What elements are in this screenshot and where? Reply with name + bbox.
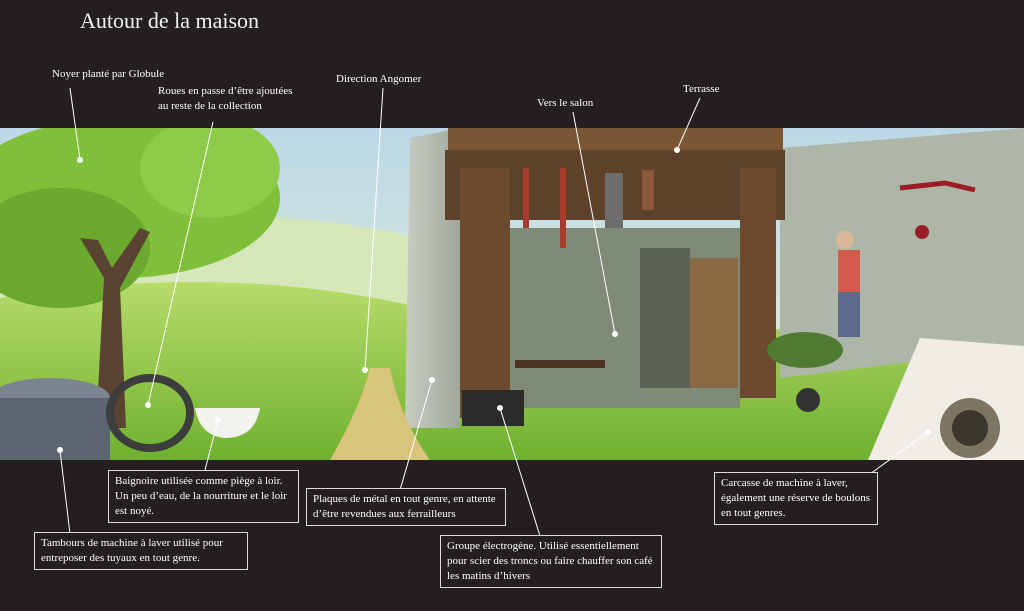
label-roues-line2: au reste de la collection — [158, 100, 262, 112]
label-vers-le-salon: Vers le salon — [537, 97, 594, 109]
caption-groupe-electrogene: Groupe électrogène. Utilisé essentiellem… — [440, 535, 662, 588]
caption-baignoire: Baignoire utilisée comme piège à loir. U… — [108, 470, 299, 523]
illustration-scene — [0, 128, 1024, 460]
label-noyer: Noyer planté par Globule — [52, 68, 165, 80]
caption-tambours: Tambours de machine à laver utilisé pour… — [34, 532, 248, 570]
label-terrasse: Terrasse — [683, 83, 720, 95]
label-direction-angomer: Direction Angomer — [336, 73, 422, 85]
label-roues-line1: Roues en passe d’être ajoutées — [158, 85, 293, 97]
caption-carcasse: Carcasse de machine à laver, également u… — [714, 472, 878, 525]
caption-plaques: Plaques de métal en tout genre, en atten… — [306, 488, 506, 526]
page-title: Autour de la maison — [80, 8, 260, 33]
